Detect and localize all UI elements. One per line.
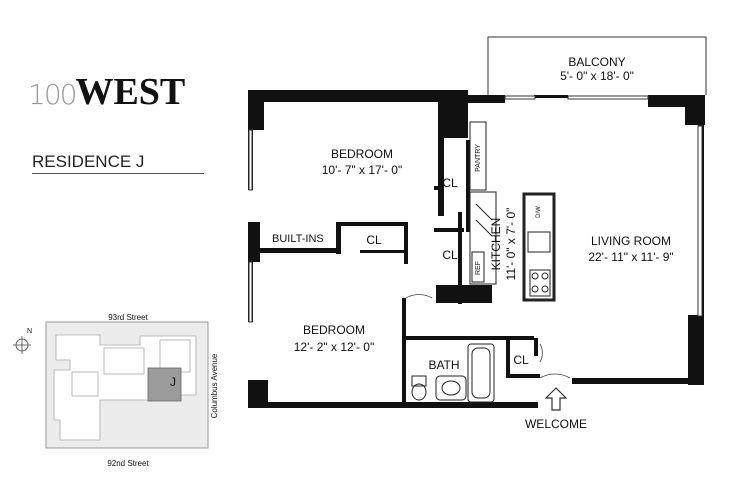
balcony-dims: 5'- 0" x 18'- 0" <box>560 69 634 83</box>
entry-arrow-icon <box>544 387 568 411</box>
bathtub <box>467 343 495 403</box>
door-swings <box>405 294 571 379</box>
toilet-bowl <box>411 383 427 401</box>
windows <box>248 95 703 323</box>
north-compass-icon <box>13 336 31 354</box>
logo-number: 100 <box>28 78 77 111</box>
vanity <box>435 375 467 401</box>
kitchen-fixtures <box>469 121 556 302</box>
residence-title: RESIDENCE J <box>32 152 145 171</box>
closet-label-3: CL <box>366 233 382 247</box>
interior-walls <box>260 140 540 406</box>
bedroom2-name: BEDROOM <box>303 323 365 337</box>
pantry-cabinet <box>469 121 487 191</box>
kitchen-name: KITCHEN <box>489 218 503 271</box>
kitchen-island <box>522 192 556 302</box>
pantry-label: PANTRY <box>475 144 482 172</box>
kitchen-counter <box>469 191 497 285</box>
refrigerator <box>471 251 485 283</box>
sink <box>527 231 551 253</box>
living-name: LIVING ROOM <box>591 234 671 248</box>
logo-word: WEST <box>75 71 186 113</box>
key-plan: N J 93rd Street 92nd Street Columbus Ave… <box>13 313 219 468</box>
bath-name: BATH <box>428 358 459 372</box>
bottom-street-label: 92nd Street <box>107 459 149 468</box>
keyplan-building <box>53 334 197 441</box>
top-street-label: 93rd Street <box>108 313 148 322</box>
unit-j-highlight <box>147 367 182 402</box>
avenue-label: Columbus Avenue <box>210 353 219 418</box>
kitchen-dims: 11'- 0" x 7'- 0" <box>504 208 518 281</box>
bedroom1-dims: 10'- 7" x 17'- 0" <box>322 163 402 177</box>
builtins-label: BUILT-INS <box>272 233 324 245</box>
balcony-name: BALCONY <box>568 55 625 69</box>
bath-fixtures <box>411 343 495 403</box>
unit-j-label: J <box>170 375 176 389</box>
welcome-label: WELCOME <box>525 417 587 431</box>
north-label: N <box>27 328 32 335</box>
living-dims: 22'- 11" x 11'- 9" <box>588 250 673 264</box>
dishwasher-label: D/W <box>536 206 542 218</box>
closet-label-4: CL <box>513 353 529 367</box>
room-labels: BALCONY 5'- 0" x 18'- 0" BEDROOM 10'- 7"… <box>272 55 674 431</box>
bedroom1-name: BEDROOM <box>331 147 393 161</box>
title-rule <box>32 173 204 174</box>
closet-label-2: CL <box>442 248 458 262</box>
balcony <box>487 36 707 95</box>
cooktop <box>529 269 551 297</box>
vanity-sink <box>441 380 461 396</box>
bedroom2-dims: 12'- 2" x 12'- 0" <box>294 340 374 354</box>
closet-label-1: CL <box>442 176 458 190</box>
ref-label: REF <box>475 261 482 275</box>
building-logo: 100WEST <box>28 70 186 113</box>
toilet-tank <box>411 375 427 387</box>
